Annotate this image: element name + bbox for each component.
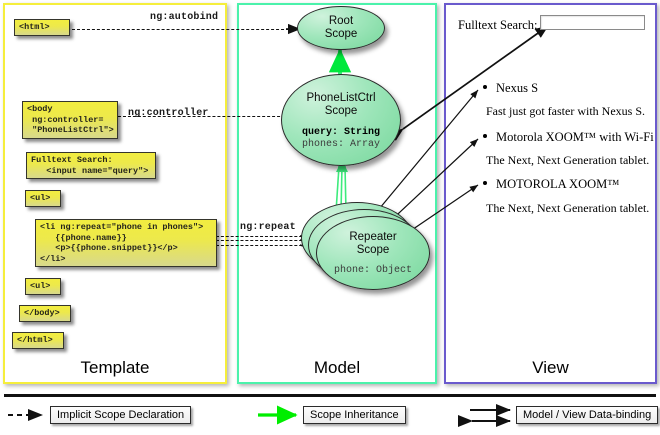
list-item: MOTOROLA XOOM™ (483, 177, 620, 192)
connector-ng-autobind-line (72, 29, 294, 30)
scope-field-query: query: String (301, 127, 381, 138)
connector-ng-controller-label: ng:controller (128, 108, 209, 119)
view-search-label: Fulltext Search: (458, 18, 538, 32)
connector-ng-repeat-line-3 (216, 245, 312, 246)
scope-root-name-line2: Scope (324, 28, 358, 40)
code-box-ul-open: <ul> (25, 190, 61, 207)
scope-root: Root Scope (297, 6, 385, 50)
scope-field-phones-key: phones (301, 139, 338, 150)
code-box-html-close: </html> (12, 332, 64, 349)
panel-view-label: View (532, 358, 569, 377)
scope-phonelistctrl-name-line2: Scope (324, 105, 358, 117)
fulltext-search-input[interactable] (540, 15, 645, 30)
panel-model-label: Model (313, 358, 361, 377)
scope-field-phone: phone: Object (333, 265, 413, 276)
panel-template-label: Template (80, 358, 150, 377)
code-box-body-close: </body> (19, 305, 71, 322)
bullet-icon (483, 134, 487, 138)
connector-ng-repeat-label: ng:repeat (240, 222, 296, 233)
scope-root-name-line1: Root (328, 15, 354, 27)
scope-phonelistctrl-name-line1: PhoneListCtrl (306, 92, 376, 104)
legend-scope-inheritance: Scope Inheritance (303, 406, 406, 424)
scope-field-query-key: query (301, 127, 332, 138)
scope-field-phone-key: phone (333, 265, 364, 276)
code-box-li-repeat: <li ng:repeat="phone in phones"> {{phone… (35, 219, 217, 267)
phone-name: Nexus S (496, 81, 539, 95)
panel-model: Model (237, 3, 437, 384)
scope-field-query-type: String (344, 127, 381, 138)
scope-repeater: Repeater Scope phone: Object (316, 216, 430, 290)
connector-ng-repeat-line-2 (216, 240, 312, 241)
scope-field-phones-type: Array (350, 139, 381, 150)
connector-ng-controller-line (118, 116, 290, 117)
scope-repeater-name-line1: Repeater (349, 231, 397, 243)
code-box-body-open: <body ng:controller= "PhoneListCtrl"> (22, 101, 118, 139)
phone-snippet: The Next, Next Generation tablet. (486, 153, 650, 167)
code-box-fulltext-search: Fulltext Search: <input name="query"> (26, 152, 156, 179)
connector-ng-autobind-label: ng:autobind (150, 12, 219, 23)
legend-model-view-data-binding: Model / View Data-binding (516, 406, 659, 424)
phone-snippet: Fast just got faster with Nexus S. (486, 104, 645, 118)
scope-phonelistctrl: PhoneListCtrl Scope query: String phones… (281, 74, 401, 166)
scope-repeater-name-line2: Scope (356, 244, 390, 256)
code-box-html-open: <html> (14, 19, 70, 36)
bullet-icon (483, 181, 487, 185)
list-item: Nexus S (483, 81, 538, 96)
bottom-divider (4, 394, 656, 397)
legend-implicit-scope-declaration: Implicit Scope Declaration (50, 406, 192, 424)
list-item: Motorola XOOM™ with Wi-Fi (483, 130, 654, 145)
phone-name: Motorola XOOM™ with Wi-Fi (496, 130, 654, 144)
scope-field-phones: phones: Array (301, 139, 381, 150)
bullet-icon (483, 85, 487, 89)
connector-ng-repeat-line-1 (216, 236, 312, 237)
phone-name: MOTOROLA XOOM™ (496, 177, 620, 191)
phone-snippet: The Next, Next Generation tablet. (486, 201, 650, 215)
scope-field-phone-type: Object (376, 265, 413, 276)
code-box-ul-close: <ul> (25, 278, 61, 295)
panel-view: View (444, 3, 657, 384)
